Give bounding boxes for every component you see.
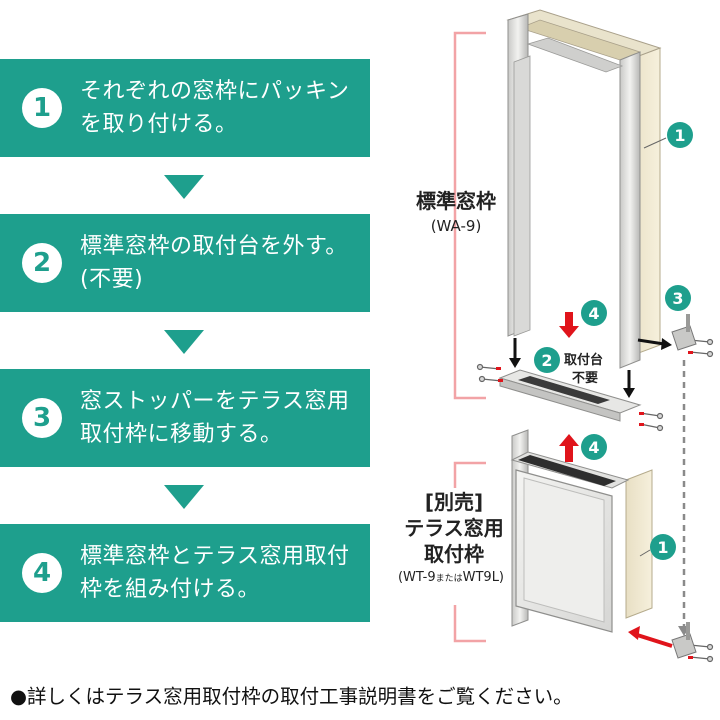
mount-label-line2: 不要 xyxy=(572,371,598,386)
mounting-base xyxy=(498,369,642,422)
terrace-label-bracket: [別売] xyxy=(424,490,484,514)
step-number-2: 2 xyxy=(22,243,62,283)
arrow-to-stopper xyxy=(637,338,672,350)
callout-4a: 4 xyxy=(581,300,607,326)
down-arrows-black xyxy=(509,338,635,398)
standard-window-frame xyxy=(506,9,662,369)
svg-text:2: 2 xyxy=(541,351,552,370)
red-arrow-up xyxy=(559,434,579,462)
callout-1a: 1 xyxy=(643,122,693,149)
step-text-2: 標準窓枠の取付台を外す。(不要) xyxy=(80,234,348,292)
terrace-mounting-frame xyxy=(510,429,653,633)
down-arrow-1 xyxy=(164,175,204,199)
window-stopper-upper xyxy=(671,314,697,351)
red-arrow-left xyxy=(628,626,673,648)
svg-text:3: 3 xyxy=(672,289,683,308)
terrace-model: (WT-9またはWT9L) xyxy=(376,570,526,585)
red-arrow-down xyxy=(559,312,579,338)
down-arrow-2 xyxy=(164,330,204,354)
terrace-model-b: WT9L) xyxy=(462,570,505,585)
step-text-4: 標準窓枠とテラス窓用取付枠を組み付ける。 xyxy=(80,544,350,602)
terrace-label-line1: テラス窓用 xyxy=(404,516,504,540)
mount-label-line1: 取付台 xyxy=(564,352,603,368)
terrace-frame-bracket xyxy=(453,461,486,643)
terrace-model-or: または xyxy=(435,574,463,584)
step-text-1: それぞれの窓枠にパッキンを取り付ける。 xyxy=(80,79,350,137)
step-text-3: 窓ストッパーをテラス窓用取付枠に移動する。 xyxy=(80,389,350,447)
svg-text:4: 4 xyxy=(588,304,599,323)
callout-1b: 1 xyxy=(639,534,676,560)
step-2: 2 標準窓枠の取付台を外す。(不要) xyxy=(0,214,370,312)
step-number-4: 4 xyxy=(22,553,62,593)
standard-frame-model: (WA-9) xyxy=(430,217,482,235)
terrace-label-line2: 取付枠 xyxy=(424,542,484,566)
standard-frame-label: 標準窓枠 xyxy=(416,189,496,213)
terrace-model-a: (WT-9 xyxy=(397,570,436,585)
callout-2: 2 xyxy=(534,347,560,373)
step-3: 3 窓ストッパーをテラス窓用取付枠に移動する。 xyxy=(0,369,370,467)
assembly-diagram: 1 1 2 3 4 4 取付台 不要 xyxy=(453,9,714,663)
down-arrow-3 xyxy=(164,485,204,509)
callout-3: 3 xyxy=(665,285,691,311)
step-1: 1 それぞれの窓枠にパッキンを取り付ける。 xyxy=(0,59,370,157)
standard-frame-bracket xyxy=(453,31,486,400)
svg-text:1: 1 xyxy=(674,126,685,145)
step-number-1: 1 xyxy=(22,88,62,128)
callout-4b: 4 xyxy=(581,434,607,460)
footnote: ●詳しくはテラス窓用取付枠の取付工事説明書をご覧ください。 xyxy=(10,685,573,708)
step-4: 4 標準窓枠とテラス窓用取付枠を組み付ける。 xyxy=(0,524,370,622)
step-number-3: 3 xyxy=(22,398,62,438)
svg-text:1: 1 xyxy=(657,538,668,557)
window-stopper-lower xyxy=(671,622,697,659)
svg-text:4: 4 xyxy=(588,438,599,457)
